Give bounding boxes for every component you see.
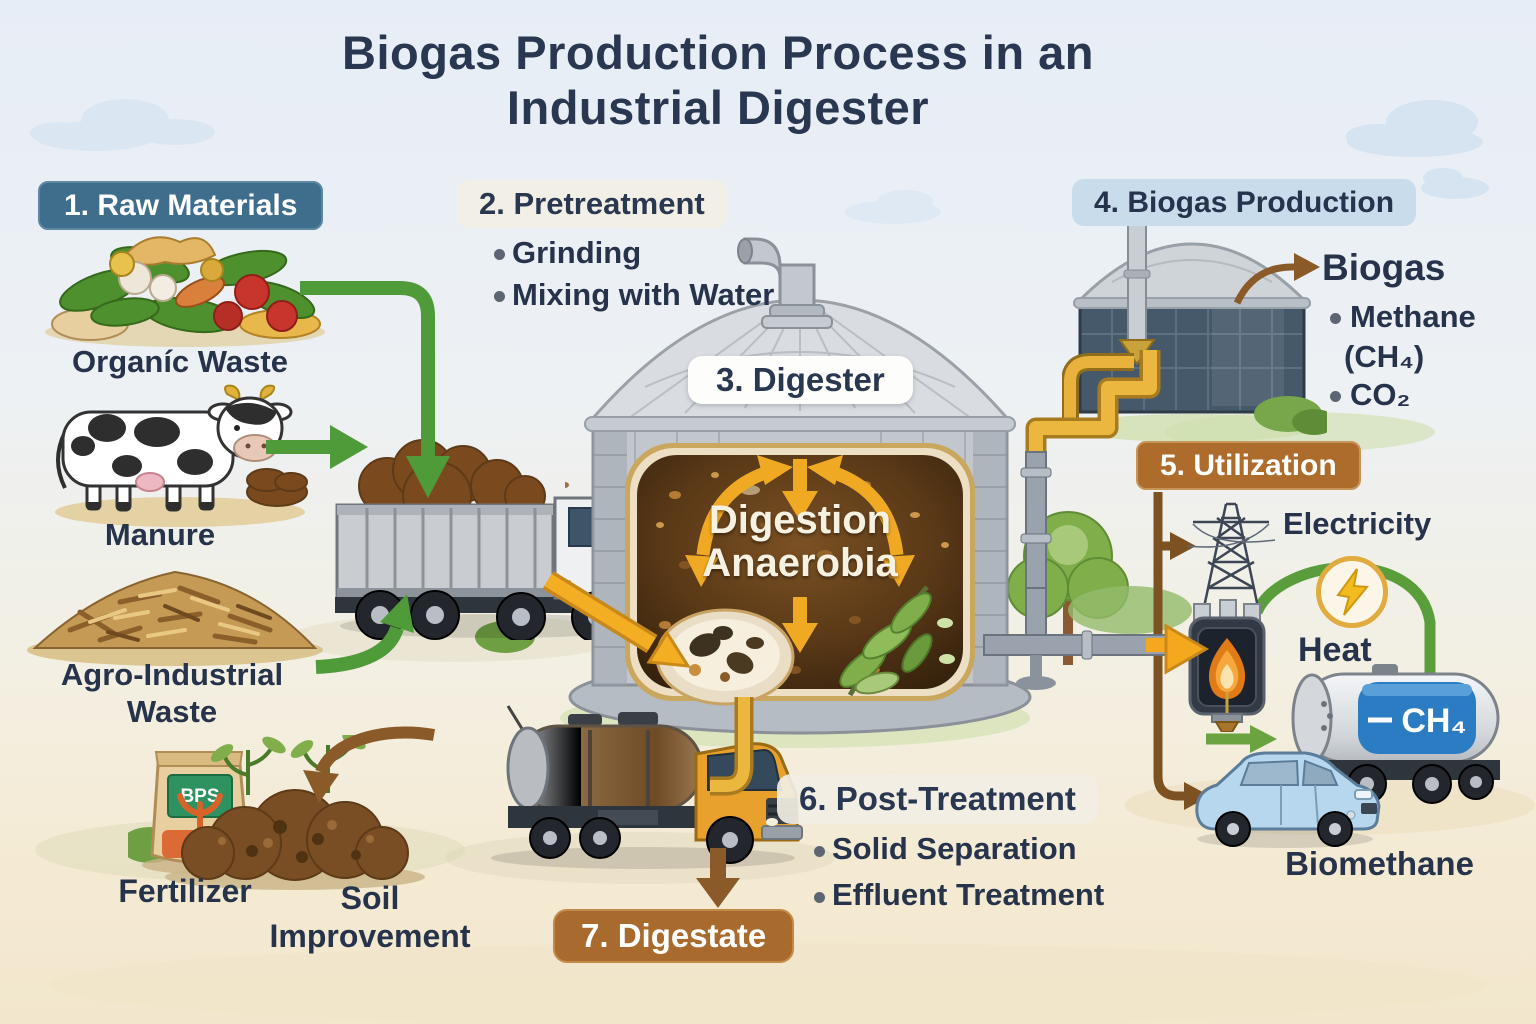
arrow-truck-to-digester bbox=[542, 571, 691, 668]
biogas-tank-illustration bbox=[1062, 212, 1327, 442]
arrow-burner-to-vehicles bbox=[1206, 725, 1277, 753]
post-treatment-bullet-effluent: Effluent Treatment bbox=[832, 877, 1105, 912]
title-line2: Industrial Digester bbox=[506, 80, 930, 134]
cow-udder bbox=[135, 472, 165, 492]
pretreatment-bullet-mixing: Mixing with Water bbox=[512, 277, 775, 312]
fertilizer-label: Fertilizer bbox=[118, 873, 252, 909]
step-badge-digestate: 7. Digestate bbox=[553, 909, 795, 964]
power-pylon-icon bbox=[1186, 502, 1276, 613]
sand-ground bbox=[48, 943, 1488, 1024]
leaves-icon bbox=[839, 585, 955, 697]
cloud bbox=[30, 99, 215, 151]
post-treatment-bullet-solid: Solid Separation bbox=[832, 831, 1077, 866]
arrow-organic-to-truck bbox=[300, 281, 450, 498]
biogas-output-title: Biogas bbox=[1322, 247, 1446, 288]
biogas-bullet-co2: CO₂ bbox=[1350, 377, 1411, 412]
arrow-agro-to-truck bbox=[315, 594, 414, 674]
truck-bed bbox=[335, 503, 555, 599]
heat-label: Heat bbox=[1298, 631, 1372, 669]
arrow-truck-to-digestate-label bbox=[696, 848, 740, 908]
organic-waste-illustration bbox=[45, 236, 325, 347]
digestion-anaerobia-label: Digestion Anaerobia bbox=[645, 498, 955, 586]
woodchip-pile-illustration bbox=[27, 570, 323, 666]
tanker-ch4-text: CH₄ bbox=[1401, 702, 1466, 740]
bullet-dot bbox=[1330, 391, 1341, 402]
organic-waste-label: Organíc Waste bbox=[72, 344, 288, 379]
pretreatment-bullet-grinding: Grinding bbox=[512, 235, 642, 270]
microbes-plate-icon bbox=[655, 608, 795, 706]
biomethane-label: Biomethane bbox=[1285, 845, 1474, 882]
ch4-tanker-illustration: CH₄ bbox=[1291, 664, 1500, 804]
arrow-tank-to-biogas-label bbox=[1233, 253, 1320, 305]
step-badge-utilization: 5. Utilization bbox=[1136, 441, 1361, 490]
biogas-pipe-gold bbox=[1025, 350, 1161, 474]
tank-band bbox=[1358, 682, 1476, 754]
arrow-manure-to-truck bbox=[266, 425, 368, 469]
soil-mound-illustration bbox=[165, 735, 425, 890]
bullet-dot bbox=[494, 291, 505, 302]
title-line1: Biogas Production Process in an bbox=[342, 26, 1094, 79]
step-badge-raw-materials: 1. Raw Materials bbox=[38, 181, 324, 230]
biogas-bullet-ch4: (CH₄) bbox=[1344, 339, 1425, 374]
cloud bbox=[845, 190, 941, 224]
bullet-dot bbox=[814, 892, 825, 903]
lightning-icon bbox=[1316, 556, 1388, 628]
soil-improvement-label: Soil Improvement bbox=[269, 880, 471, 955]
page-title: Biogas Production Process in an Industri… bbox=[233, 26, 1203, 135]
chp-burner-illustration bbox=[1188, 599, 1266, 732]
bullet-dot bbox=[814, 846, 825, 857]
gas-pipe-gold bbox=[1064, 356, 1134, 426]
arrow-digestate-to-soil bbox=[303, 726, 436, 803]
step-badge-pretreatment: 2. Pretreatment bbox=[457, 180, 727, 229]
manure-pile bbox=[246, 468, 308, 507]
digestate-pipe-gold bbox=[710, 697, 754, 796]
bag-brand-text: BPS bbox=[180, 786, 219, 807]
effluent-pipe-gray bbox=[983, 451, 1210, 690]
utilization-connector-arrow bbox=[1153, 492, 1210, 810]
step-badge-post-treatment: 6. Post-Treatment bbox=[777, 774, 1098, 825]
step-badge-digester: 3. Digester bbox=[688, 356, 913, 405]
arrow-to-burner bbox=[1164, 623, 1210, 675]
bush bbox=[1292, 409, 1327, 435]
car-illustration bbox=[1195, 751, 1381, 848]
manure-label: Manure bbox=[104, 517, 216, 552]
bullet-dot bbox=[494, 249, 505, 260]
digestion-line1: Digestion bbox=[708, 498, 892, 542]
vent-pipe-icon bbox=[737, 237, 833, 329]
biogas-bullet-methane: Methane bbox=[1350, 299, 1476, 334]
bullet-dot bbox=[1330, 313, 1341, 324]
step-badge-biogas-production: 4. Biogas Production bbox=[1072, 179, 1417, 226]
cloud bbox=[1346, 100, 1489, 199]
electricity-label: Electricity bbox=[1283, 506, 1432, 541]
cow-illustration bbox=[55, 384, 308, 527]
agro-industrial-waste-label: Agro-Industrial Waste bbox=[60, 657, 284, 730]
digestion-line2: Anaerobia bbox=[702, 541, 898, 586]
